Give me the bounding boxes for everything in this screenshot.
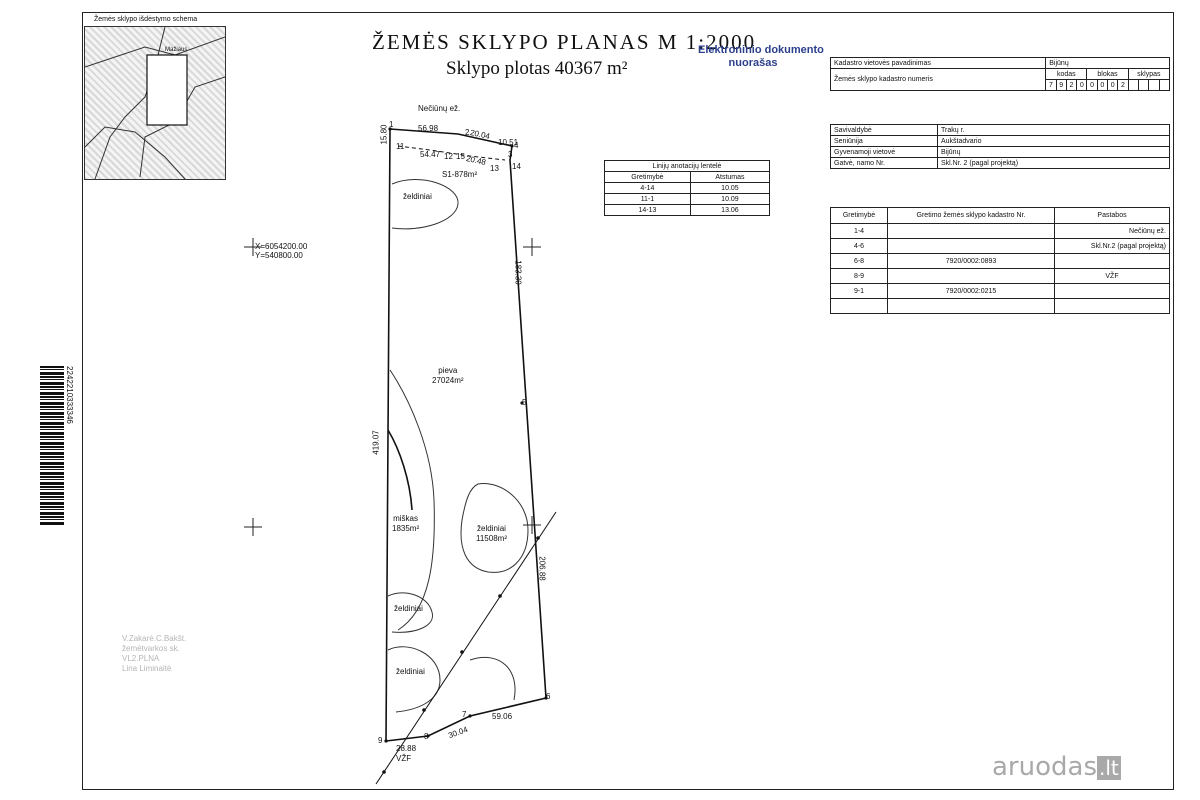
point-number: 12	[444, 152, 453, 161]
faint-stamp-line: Lina Liminaitė	[122, 664, 172, 673]
point-number: 4	[514, 141, 519, 150]
point-number: 3	[508, 150, 513, 159]
vertex-6	[544, 696, 548, 700]
greenery-middle-outline	[460, 483, 529, 573]
meadow-name: pieva	[438, 366, 458, 375]
vertex-markers	[384, 127, 548, 743]
point-number: 11	[396, 142, 405, 151]
greenery-bottom-label: želdiniai	[396, 667, 425, 676]
watermark-brand: aruodas	[992, 752, 1097, 782]
road-marker	[498, 594, 502, 598]
coord-x: X=6054200.00	[255, 242, 308, 251]
road-marker	[536, 536, 540, 540]
dimension-label: 59.06	[492, 712, 513, 721]
cadastre-table: Kadastro vietovės pavadinimas Bijūnų Žem…	[829, 57, 1171, 91]
faint-stamp-line: V.Zakarė.C.Bakšt.	[122, 634, 187, 643]
dimension-label: 419.07	[371, 430, 381, 455]
point-number: 9	[378, 736, 383, 745]
road-marker	[422, 708, 426, 712]
vertex-1	[388, 127, 392, 131]
annotation-distance: 13.06	[689, 204, 771, 216]
road-marker	[382, 770, 386, 774]
forest-name: miškas	[393, 514, 418, 523]
point-number: 2	[465, 128, 470, 137]
forest-edge	[387, 429, 413, 511]
point-number: 7	[462, 710, 467, 719]
watermark-tld: .lt	[1097, 756, 1121, 780]
e-stamp-line1: Elektroninio dokumento	[698, 44, 824, 56]
greenery-bottom-outline	[387, 646, 441, 713]
aruodas-watermark: aruodas.lt	[992, 752, 1121, 782]
greenery-middle-label: želdiniai 11508m²	[476, 524, 507, 544]
e-document-stamp: Elektroninio dokumento nuorašas	[698, 44, 824, 70]
vertex-7	[468, 714, 472, 718]
schema-inner-label: Mažiaus	[165, 47, 188, 53]
greenery-top-outline	[391, 179, 459, 230]
dimension-label: 10.51	[498, 138, 519, 147]
vertex-8	[426, 734, 430, 738]
greenery-top-label: želdiniai	[403, 192, 432, 201]
greenery-lower-label: želdiniai	[394, 604, 423, 613]
schema-title: Žemės sklypo išdėstymo schema	[94, 16, 198, 23]
point-number: 6	[546, 692, 551, 701]
dimension-label: 206.88	[537, 556, 547, 581]
meadow-label: pieva 27024m²	[432, 366, 464, 386]
point-number: 1	[389, 120, 394, 129]
servitude-area-label: S1-878m²	[442, 170, 478, 179]
point-number: 14	[512, 162, 521, 171]
barcode	[40, 366, 64, 526]
forest-outline	[389, 369, 435, 631]
neighbor-note	[1054, 298, 1170, 314]
location-schema-map: Mažiaus	[84, 26, 226, 180]
greenery-bottom-right-outline	[469, 656, 516, 701]
lake-label: Nečiūnų ež.	[418, 104, 461, 113]
cadastre-digit	[1158, 79, 1171, 91]
neighbors-table: Gretimybė Gretimo žemės sklypo kadastro …	[830, 207, 1170, 314]
point-number: 15	[456, 152, 465, 161]
plan-title: ŽEMĖS SKLYPO PLANAS M 1:2000	[372, 30, 757, 54]
road-line	[375, 511, 557, 785]
coord-y: Y=540800.00	[255, 251, 303, 260]
point-number: 8	[424, 732, 429, 741]
dimension-label: 28.88	[396, 744, 417, 753]
dimension-label: 54.47	[420, 150, 441, 159]
grid-coordinates: X=6054200.00 Y=540800.00	[255, 242, 307, 260]
vertex-9	[384, 739, 388, 743]
address-value: Skl.Nr. 2 (pagal projektą)	[937, 157, 1170, 169]
annotation-segment: 14-13	[604, 204, 691, 216]
road-marker	[460, 650, 464, 654]
road-markers	[382, 536, 540, 774]
dimension-label: 13	[490, 164, 499, 173]
faint-stamp-line: žemėtvarkos sk.	[122, 644, 180, 653]
point-number: 5	[522, 398, 527, 407]
drawing-frame	[82, 12, 1174, 790]
schema-lines	[85, 27, 225, 179]
greenery-middle-name: želdiniai	[477, 524, 506, 533]
vzf-label: VŽF	[396, 754, 412, 763]
grid-crosses	[244, 238, 541, 536]
forest-area: 1835m²	[392, 524, 420, 533]
plot-area-title: Sklypo plotas 40367 m²	[446, 58, 628, 79]
e-stamp-line2: nuorašas	[728, 57, 778, 69]
vertex-4	[510, 144, 514, 148]
dimension-label: 56.98	[418, 124, 439, 133]
faint-stamp-line: VL2.PLNA	[122, 654, 160, 663]
plot-boundary	[385, 128, 547, 742]
servitude-line	[397, 145, 506, 161]
forest-label: miškas 1835m²	[392, 514, 419, 534]
meadow-area: 27024m²	[432, 376, 464, 385]
greenery-lower-outline	[387, 592, 433, 633]
cadastre-number-label: Žemės sklypo kadastro numeris	[829, 68, 1047, 91]
greenery-middle-area: 11508m²	[476, 534, 507, 543]
dimension-label: 183.30	[513, 260, 523, 285]
faint-stamp: V.Zakarė.C.Bakšt. žemėtvarkos sk. VL2.PL…	[122, 634, 186, 674]
barcode-number: 2242210333346	[65, 366, 74, 424]
dimension-label: 15.80	[379, 124, 389, 145]
vertex-5	[520, 401, 524, 405]
